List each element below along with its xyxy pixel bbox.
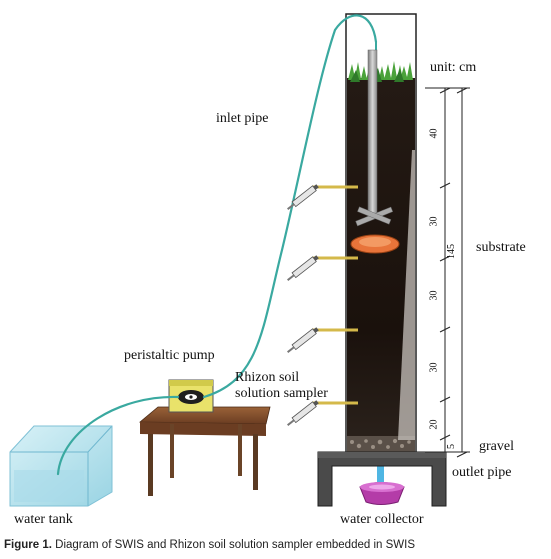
figure-caption-text: Diagram of SWIS and Rhizon soil solution… (55, 539, 415, 551)
rhizon-sampler-2 (287, 255, 358, 281)
rhizon-sampler-1 (287, 184, 358, 210)
unit-label: unit: cm (430, 60, 477, 75)
water-collector-label: water collector (340, 512, 424, 527)
inlet-pipe-tube (202, 14, 378, 399)
rhizon-sampler-3 (287, 327, 358, 353)
dim-20: 20 (428, 419, 440, 430)
distribution-rod (367, 49, 378, 219)
water-tank (9, 425, 113, 507)
dim-total-145: 145 (446, 244, 457, 259)
dim-30-b: 30 (428, 290, 440, 301)
gravel-label: gravel (479, 439, 514, 454)
figure-caption: Figure 1. Diagram of SWIS and Rhizon soi… (4, 539, 415, 551)
peristaltic-pump-label: peristaltic pump (124, 348, 215, 363)
dimension-line (425, 87, 470, 458)
outlet-pipe (377, 454, 384, 482)
gravel-layer (347, 436, 415, 453)
column-stand (317, 451, 447, 507)
rhizon-label-line1: Rhizon soil (235, 370, 300, 385)
substrate-label: substrate (476, 240, 526, 255)
tank-to-pump-tube (56, 395, 180, 476)
dim-5: 5 (446, 444, 457, 449)
soil-column (345, 13, 417, 482)
dim-40: 40 (428, 128, 440, 139)
outlet-pipe-label: outlet pipe (452, 465, 512, 480)
gravel-stones (350, 438, 411, 449)
rod-cross (355, 206, 394, 227)
table (138, 406, 271, 496)
dim-30-c: 30 (428, 362, 440, 373)
tubing (56, 14, 378, 476)
figure-number: Figure 1. (4, 539, 52, 551)
dim-30-a: 30 (428, 216, 440, 227)
inlet-pipe-label: inlet pipe (216, 111, 269, 126)
dish-inner (359, 237, 391, 247)
water-tank-label: water tank (14, 512, 73, 527)
rhizon-label-line2: solution sampler (235, 386, 328, 401)
wall-streak (398, 150, 415, 440)
water-collector (359, 482, 405, 505)
rhizon-sampler-4 (287, 400, 358, 426)
